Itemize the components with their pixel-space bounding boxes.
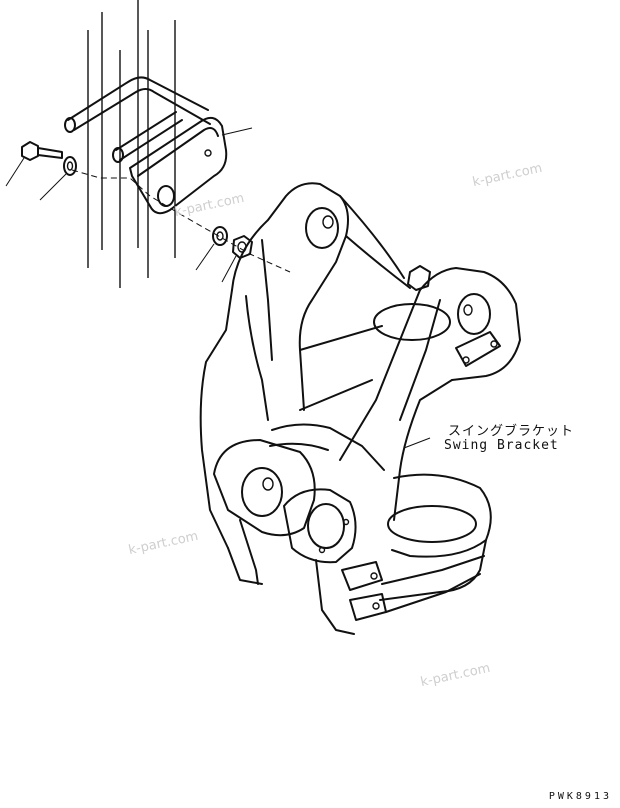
- swing-bracket-body: [199, 182, 521, 635]
- lock-washer: [195, 226, 228, 271]
- part-name-japanese: スイングブラケット: [448, 424, 575, 439]
- drawing-code: PWK8913: [548, 791, 612, 802]
- mounting-bracket: [64, 76, 253, 215]
- part-name-english: Swing Bracket: [444, 438, 559, 453]
- bolt: [5, 141, 63, 187]
- reference-lines: [87, 0, 176, 288]
- washer: [39, 156, 77, 201]
